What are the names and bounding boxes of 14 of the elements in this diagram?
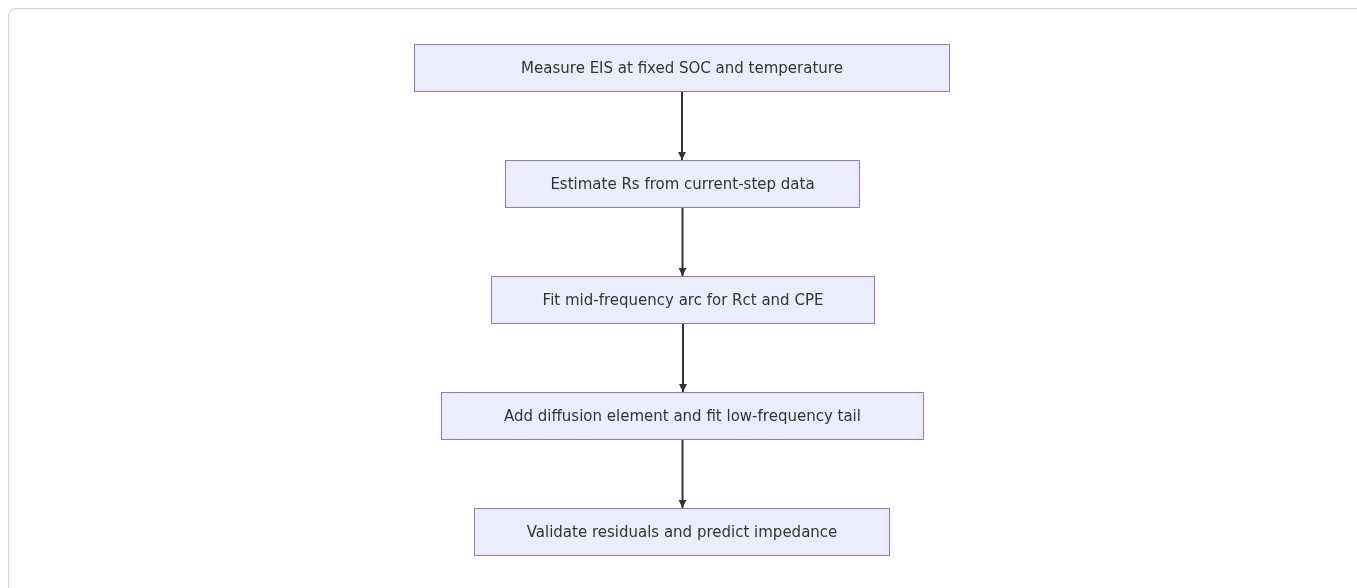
- arrow: [678, 439, 687, 509]
- step-text: Add diffusion element and fit low-frequency tail: [504, 407, 861, 425]
- step-text: Validate residuals and predict impedance: [526, 523, 838, 541]
- process-box: [474, 508, 890, 556]
- process-box: [441, 392, 924, 440]
- arrow: [679, 323, 687, 393]
- arrow: [678, 207, 687, 277]
- step-text: Fit mid-frequency arc for Rct and CPE: [542, 291, 824, 309]
- process-box: [505, 160, 860, 208]
- arrow: [678, 91, 686, 161]
- step-text: Measure EIS at fixed SOC and temperature: [521, 59, 843, 77]
- step-text: Estimate Rs from current-step data: [550, 175, 815, 193]
- process-box: [491, 276, 875, 324]
- process-box: [414, 44, 950, 92]
